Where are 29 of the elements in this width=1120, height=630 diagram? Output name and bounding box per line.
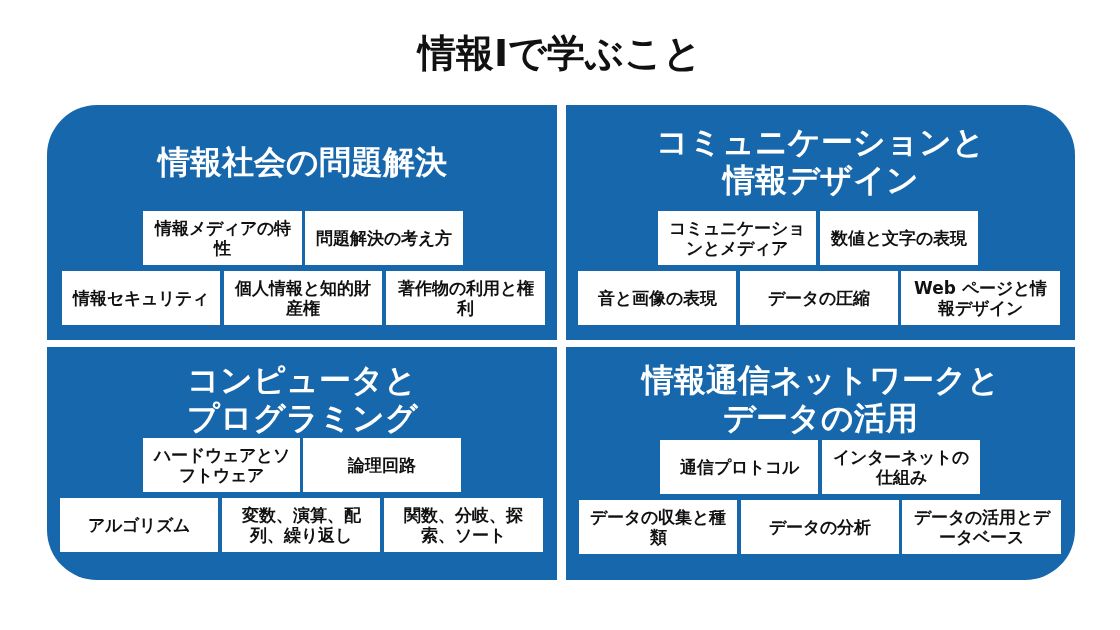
topic-card: 関数、分岐、探索、ソート [384, 498, 543, 552]
topic-card: 情報メディアの特性 [143, 211, 302, 265]
topic-card: データの収集と種類 [579, 500, 737, 554]
topic-panel [566, 347, 1075, 580]
topic-card: データの分析 [741, 500, 899, 554]
topic-card: 変数、演算、配列、繰り返し [222, 498, 380, 552]
topic-card: コミュニケーションとメディア [658, 211, 816, 265]
topic-card: 問題解決の考え方 [305, 211, 463, 265]
topic-panel [47, 347, 557, 580]
topic-card: 情報セキュリティ [62, 271, 220, 325]
topic-card: 音と画像の表現 [578, 271, 736, 325]
panel-heading: コンピュータとプログラミング [185, 361, 419, 437]
topic-panel [47, 105, 557, 340]
topic-card: Web ページと情報デザイン [901, 271, 1060, 325]
topic-card: 論理回路 [303, 438, 461, 492]
topic-panel [566, 105, 1075, 340]
topic-card: データの圧縮 [740, 271, 898, 325]
topic-card: 通信プロトコル [660, 440, 818, 494]
title: 情報Ⅰで学ぶこと [415, 30, 704, 77]
panel-heading: 情報通信ネットワークとデータの活用 [640, 361, 1001, 437]
panel-heading: 情報社会の問題解決 [156, 143, 448, 181]
topic-card: 著作物の利用と権利 [386, 271, 545, 325]
panel-heading: コミュニケーションと情報デザイン [655, 123, 986, 199]
topic-card: データの活用とデータベース [902, 500, 1061, 554]
topic-card: 数値と文字の表現 [820, 211, 978, 265]
topic-card: アルゴリズム [60, 498, 218, 552]
topic-card: インターネットの仕組み [822, 440, 980, 494]
topic-card: ハードウェアとソフトウェア [143, 438, 300, 492]
topic-card: 個人情報と知的財産権 [224, 271, 382, 325]
